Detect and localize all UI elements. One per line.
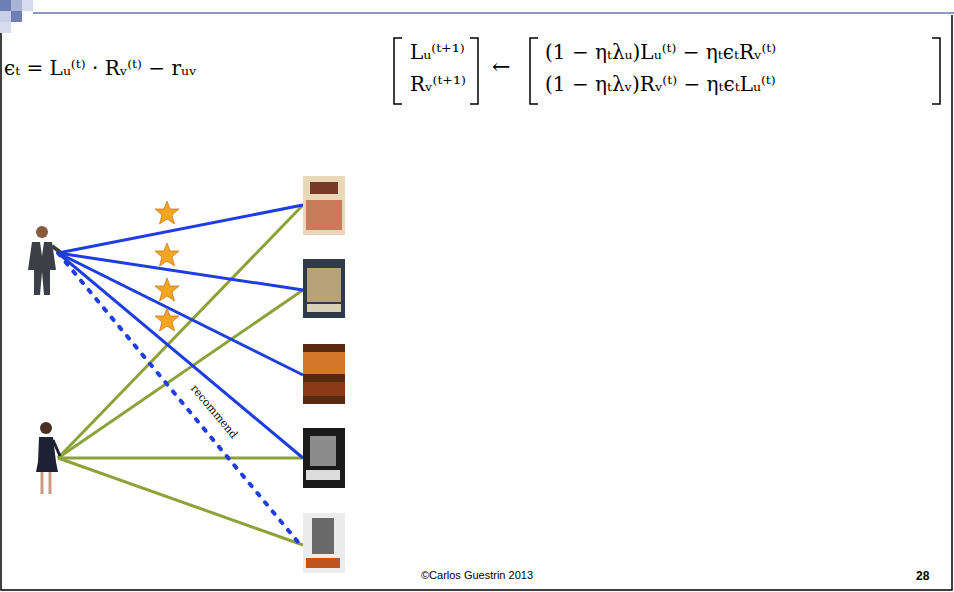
matrix-bracket [932, 38, 940, 104]
corner-square [0, 11, 11, 22]
corner-square [0, 0, 11, 11]
slide-frame [1, 15, 952, 590]
recommend-label: recommend [186, 381, 241, 443]
matrix-bracket [530, 38, 538, 104]
rating-lines [58, 205, 303, 545]
matrix-entry: (1 − ηₜλᵤ)Lᵤ⁽ᵗ⁾ − ηₜϵₜRᵥ⁽ᵗ⁾ [545, 40, 776, 64]
corner-square [22, 0, 33, 11]
rating-lines [58, 205, 303, 458]
corner-square [11, 11, 22, 22]
corner-square [11, 0, 22, 11]
error-equation: ϵₜ = Lᵤ⁽ᵗ⁾ · Rᵥ⁽ᵗ⁾ − rᵤᵥ [4, 56, 196, 80]
header-rule [33, 12, 954, 14]
movie-poster [303, 344, 345, 404]
movie-poster [303, 428, 345, 488]
matrix-entry: (1 − ηₜλᵥ)Rᵥ⁽ᵗ⁾ − ηₜϵₜLᵤ⁽ᵗ⁾ [545, 72, 776, 96]
page-number: 28 [916, 569, 929, 583]
rating-stars [155, 201, 179, 331]
man-icon [28, 226, 60, 295]
matrix-entry: Rᵥ⁽ᵗ⁺¹⁾ [410, 72, 466, 96]
woman-icon [36, 422, 60, 494]
movie-poster [303, 259, 345, 318]
update-arrow: ← [492, 54, 510, 80]
movie-poster [303, 176, 345, 235]
matrix-bracket [394, 38, 402, 104]
corner-square [0, 22, 11, 33]
matrix-entry: Lᵤ⁽ᵗ⁺¹⁾ [410, 40, 465, 64]
matrix-bracket [470, 38, 478, 104]
movie-poster [303, 513, 345, 573]
copyright-footer: ©Carlos Guestrin 2013 [421, 569, 533, 582]
recommend-line [58, 253, 303, 548]
